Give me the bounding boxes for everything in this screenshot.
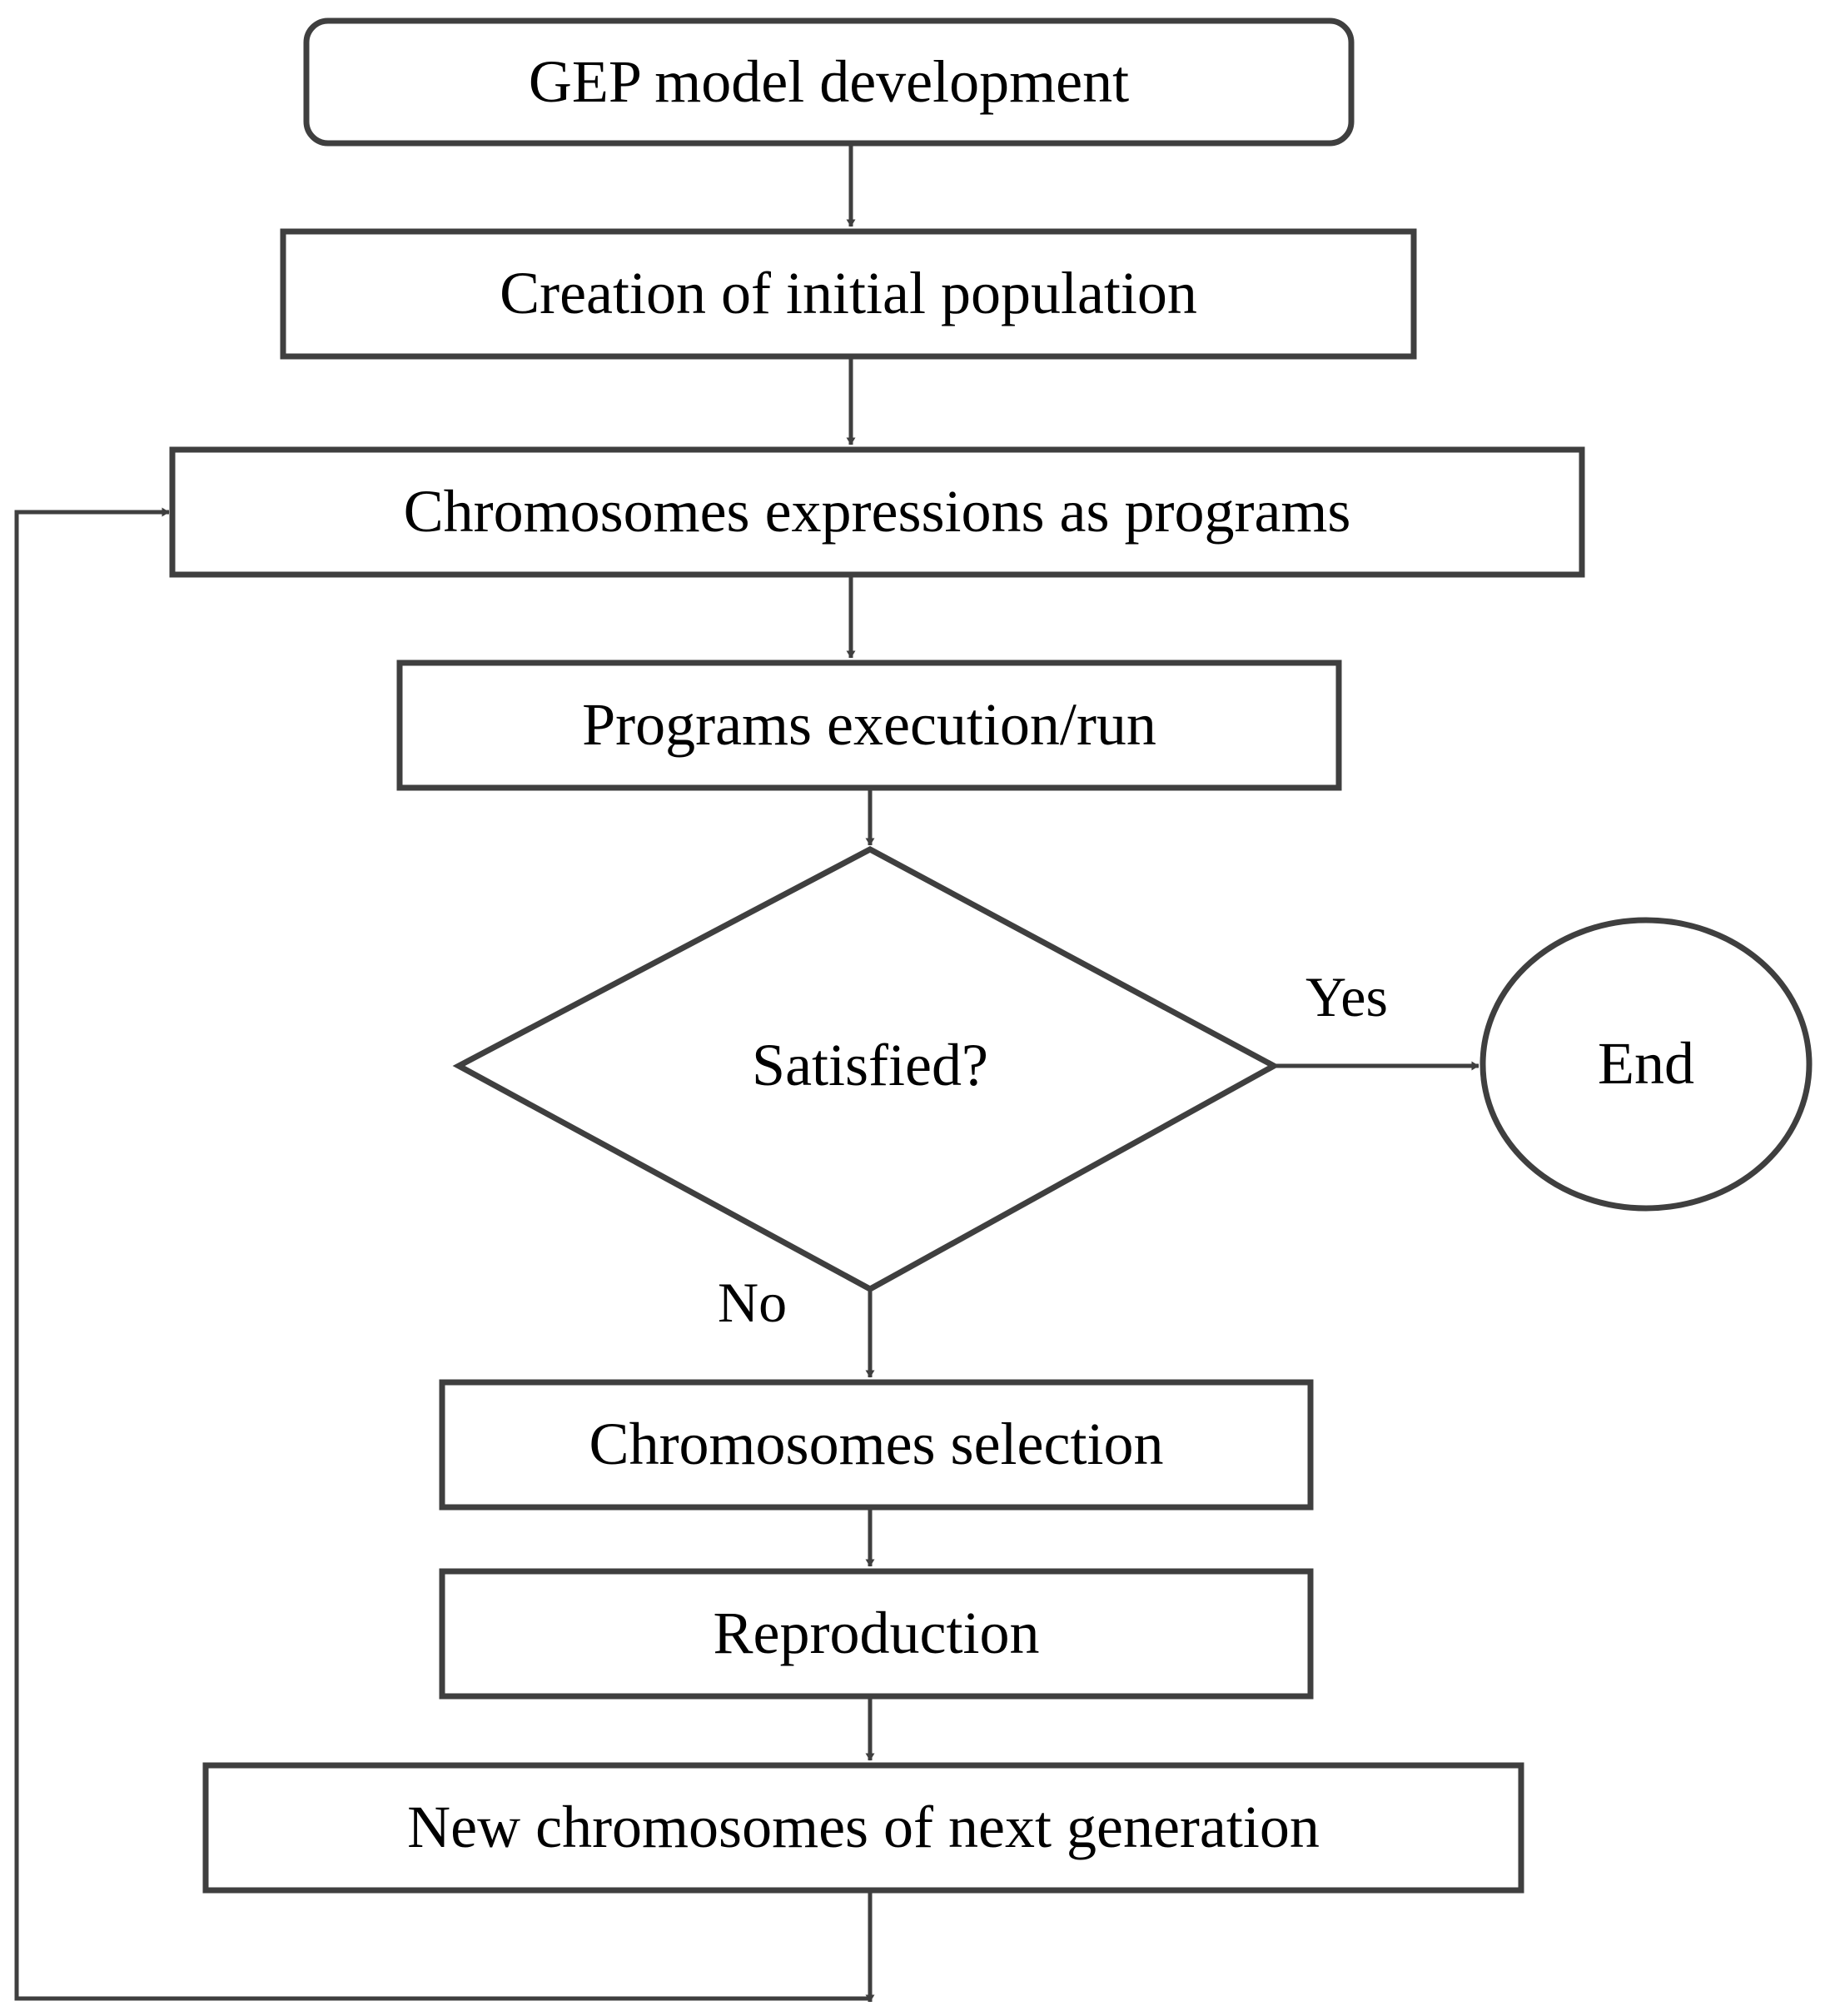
node-shape-reproduction[interactable] — [439, 1568, 1314, 1700]
node-shape-end[interactable] — [1479, 917, 1813, 1212]
node-shape-creation[interactable] — [280, 228, 1417, 360]
node-shape-decision[interactable] — [452, 846, 1281, 1292]
node-shape-start[interactable] — [303, 17, 1355, 147]
node-shape-expression[interactable] — [169, 446, 1585, 578]
node-shape-newgen[interactable] — [202, 1762, 1524, 1894]
edge-feedback-loop-to-expression — [14, 510, 870, 2001]
node-shape-execution[interactable] — [396, 660, 1342, 791]
node-shape-selection[interactable] — [439, 1379, 1314, 1511]
